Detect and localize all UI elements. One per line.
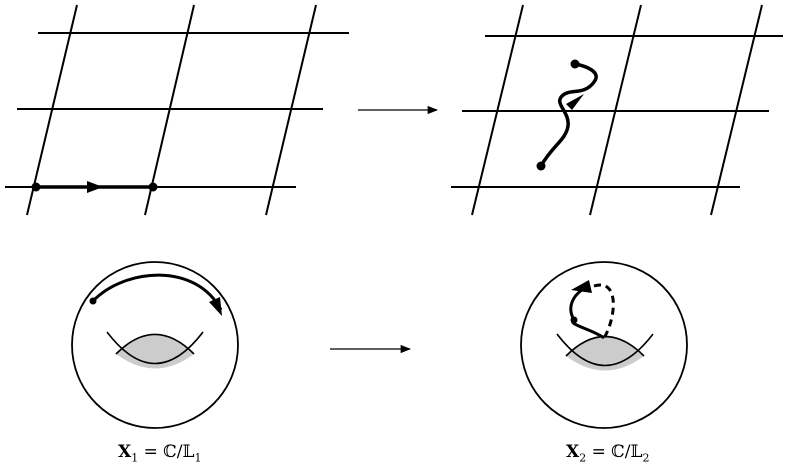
lattice-left-slanted-2 — [144, 4, 195, 216]
torus-right-loop-back-dashed — [593, 283, 615, 339]
caption-x1-index: 1 — [131, 451, 139, 465]
torus-left-loop-dot — [89, 297, 97, 305]
wiggly-path-curve — [539, 62, 598, 168]
lattice-right-slanted-3 — [710, 4, 763, 216]
torus-right-loop-dot — [570, 316, 578, 324]
torus-right-loop-arrowhead — [571, 280, 592, 293]
wiggly-path-start-dot — [536, 161, 546, 171]
period-vector-end-dot — [148, 182, 158, 192]
caption-x2-index: 2 — [579, 451, 587, 465]
torus-right-hole-lower-lip — [556, 333, 654, 367]
lattice-right-slanted-2 — [589, 4, 642, 216]
wiggly-path-end-dot — [570, 59, 580, 69]
lattice-left-slanted-3 — [265, 4, 317, 216]
caption-x2-rhs-index: 2 — [642, 451, 650, 465]
period-vector-arrowhead — [87, 181, 103, 193]
torus-right — [520, 261, 688, 429]
torus-left-handle-fill — [116, 334, 194, 369]
lattice-left-slanted-1 — [26, 4, 78, 216]
caption-x1-symbol: X — [118, 442, 132, 462]
lattice-right-slanted-1 — [471, 4, 524, 216]
caption-x2: X2 = ℂ/𝕃2 — [566, 442, 649, 464]
caption-x2-symbol: X — [566, 442, 580, 462]
torus-left-hole-lower-lip — [106, 331, 204, 365]
lattice-right — [451, 4, 783, 216]
torus-right-handle-fill — [566, 336, 644, 371]
torus-left-hole-upper-lip — [115, 333, 195, 355]
period-vector-start-dot — [31, 182, 41, 192]
wiggly-path-arrowhead — [566, 94, 584, 110]
wiggly-path — [536, 59, 598, 171]
lattice-left — [5, 4, 349, 216]
torus-left — [71, 261, 239, 429]
caption-x1-rhs-index: 1 — [194, 451, 202, 465]
torus-left-loop-arrowhead — [209, 297, 222, 316]
torus-left-loop-arc — [91, 273, 223, 311]
caption-x1-rhs: = ℂ/𝕃 — [143, 442, 195, 462]
period-vector — [31, 181, 158, 193]
caption-x1: X1 = ℂ/𝕃1 — [118, 442, 201, 464]
caption-x2-rhs: = ℂ/𝕃 — [591, 442, 643, 462]
